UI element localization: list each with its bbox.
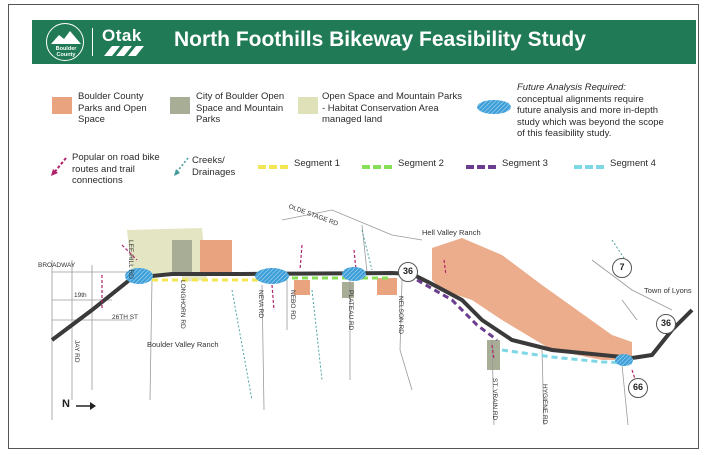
legend-future-analysis: Future Analysis Required: conceptual ali…	[517, 82, 667, 140]
legend-popular-routes: Popular on road bike routes and trail co…	[72, 152, 160, 186]
logo-text: Boulder County	[55, 46, 77, 58]
legend-county-parks: Boulder County Parks and Open Space	[78, 91, 147, 125]
legend-segment-3: Segment 3	[502, 158, 548, 169]
label-lee-hill-rd: LEE HILL RD	[127, 240, 134, 279]
segment-3-line	[466, 165, 496, 169]
legend-creeks: Creeks/ Drainages	[192, 155, 236, 178]
label-19th: 19th	[74, 292, 87, 299]
label-hygiene-rd: HYGIENE RD	[541, 384, 548, 425]
figure-frame	[8, 4, 699, 449]
mountain-icon	[51, 31, 81, 44]
highway-36-shield: 36	[398, 262, 418, 282]
segment-3-path	[416, 278, 498, 342]
county-parks-block-2	[294, 280, 310, 295]
city-open-space-block-2	[342, 282, 354, 298]
legend-segment-4: Segment 4	[610, 158, 656, 169]
us-36-highway	[50, 270, 694, 361]
label-st-vrain-rd: ST. VRAIN RD	[491, 378, 498, 421]
label-broadway: BROADWAY	[38, 262, 76, 269]
header-banner: Boulder County Otak North Foothills Bike…	[32, 20, 696, 64]
label-hell-valley-ranch: Hell Valley Ranch	[422, 228, 481, 237]
legend-city-open-space: City of Boulder Open Space and Mountain …	[196, 91, 285, 125]
label-neva-rd: NEVA RD	[257, 290, 264, 319]
page-title: North Foothills Bikeway Feasibility Stud…	[174, 28, 586, 51]
popular-routes	[101, 244, 638, 386]
creek-arrow-icon	[174, 157, 189, 176]
segment-2-line	[362, 165, 392, 169]
north-label: N	[62, 398, 70, 410]
map-canvas	[50, 209, 694, 426]
minor-roads	[51, 209, 673, 426]
future-analysis-areas	[125, 267, 633, 366]
county-parks-foothills	[432, 238, 632, 360]
label-jay-rd: JAY RD	[73, 340, 80, 363]
label-plateau-rd: PLATEAU RD	[347, 290, 354, 331]
north-arrow-icon	[76, 402, 96, 410]
creeks	[231, 229, 633, 401]
label-nebo-rd: NEBO RD	[289, 290, 296, 320]
city-open-space-block	[172, 240, 192, 275]
bikeway-map: BROADWAY 19th 26TH ST JAY RD LEE HILL RD…	[32, 200, 696, 436]
habitat-area-swatch	[298, 97, 318, 114]
county-parks-block-1	[200, 240, 232, 275]
label-longhorn-rd: LONGHORN RD	[179, 280, 186, 329]
label-boulder-valley-ranch: Boulder Valley Ranch	[147, 340, 219, 349]
label-nelson-rd: NELSON RD	[397, 296, 404, 334]
highway-36-shield-lyons: 36	[656, 314, 676, 334]
otak-logo-text: Otak	[102, 26, 142, 45]
legend-habitat-area: Open Space and Mountain Parks - Habitat …	[322, 91, 462, 125]
segment-4-line	[574, 165, 604, 169]
otak-mark-icon	[104, 46, 144, 56]
county-parks-block-3	[377, 278, 397, 295]
logo-divider	[92, 28, 93, 56]
legend-segment-1: Segment 1	[294, 158, 340, 169]
highway-66-shield: 66	[628, 378, 648, 398]
label-26th-st: 26TH ST	[112, 314, 139, 321]
label-town-of-lyons: Town of Lyons	[644, 286, 692, 295]
future-analysis-heading: Future Analysis Required:	[517, 82, 626, 93]
city-open-space-swatch	[170, 97, 190, 114]
future-analysis-swatch	[477, 100, 511, 114]
county-parks-swatch	[52, 97, 72, 114]
segment-1-line	[258, 165, 288, 169]
boulder-county-logo: Boulder County	[46, 23, 84, 61]
future-analysis-body: conceptual alignments require future ana…	[517, 93, 664, 140]
highway-7-shield: 7	[612, 258, 632, 278]
popular-route-arrow-icon	[51, 157, 67, 176]
legend-segment-2: Segment 2	[398, 158, 444, 169]
